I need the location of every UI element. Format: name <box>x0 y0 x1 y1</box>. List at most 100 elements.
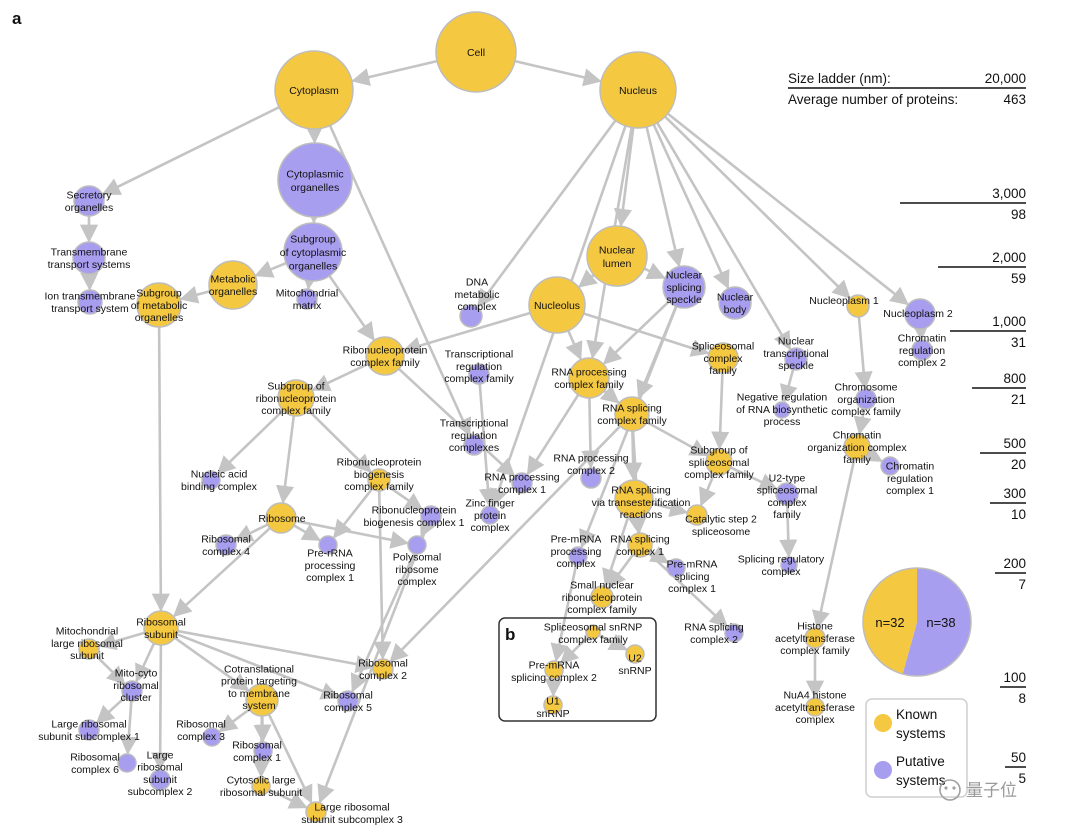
node-nucleoplasm2[interactable]: Nucleoplasm 2 <box>883 298 953 330</box>
edge-cotrans-large_sub_cx3 <box>267 713 313 804</box>
edge-nucleolus-spliceo_fam <box>583 312 710 357</box>
edge-subgroup_rnp-rnp_biogen_fam <box>307 409 372 473</box>
ladder-size-value: 800 <box>1003 371 1026 386</box>
node-circle <box>662 265 706 309</box>
node-label: complex 1 <box>668 583 716 595</box>
node-nucleus[interactable]: Nucleus <box>599 51 677 129</box>
node-label: Chromatin <box>898 333 947 345</box>
node-label: large ribosomal <box>51 638 123 650</box>
node-ribosome[interactable]: Ribosome <box>258 502 306 534</box>
ladder-size-label: Size ladder (nm): <box>788 71 891 86</box>
node-cell[interactable]: Cell <box>435 11 517 93</box>
node-label: complexes <box>449 442 499 454</box>
pie-outline <box>862 567 972 677</box>
node-label: Ribosomal <box>176 719 226 731</box>
node-circle <box>117 753 137 773</box>
node-nucleoplasm1[interactable]: Nucleoplasm 1 <box>809 294 879 318</box>
node-cytoplasm[interactable]: Cytoplasm <box>274 50 354 130</box>
node-label: complex 1 <box>306 572 354 584</box>
node-circle <box>773 401 791 419</box>
node-label: binding complex <box>181 481 258 493</box>
node-nucleolus[interactable]: Nucleolus <box>528 276 586 334</box>
node-circle <box>880 456 900 476</box>
node-label: Subgroup <box>290 234 336 246</box>
node-label: Spliceosomal snRNP <box>544 622 643 634</box>
node-label: of metabolic <box>131 300 188 312</box>
edge-cytoplasm-trans_reg_cx <box>328 125 472 437</box>
node-label: Spliceosomal <box>692 341 754 353</box>
ladder-size-value: 100 <box>1003 670 1026 685</box>
node-circle <box>73 185 105 217</box>
ladder-size-value: 20,000 <box>985 71 1026 86</box>
edge-nucleus-nuc_trans_speckle <box>656 122 792 351</box>
edge-metabolic-subgroup_metab <box>179 285 211 304</box>
edge-spliceo_snrnp-pre_mrna_splice2 <box>559 635 589 665</box>
ladder-avg-value: 463 <box>1003 92 1026 107</box>
node-label: regulation <box>887 473 933 485</box>
